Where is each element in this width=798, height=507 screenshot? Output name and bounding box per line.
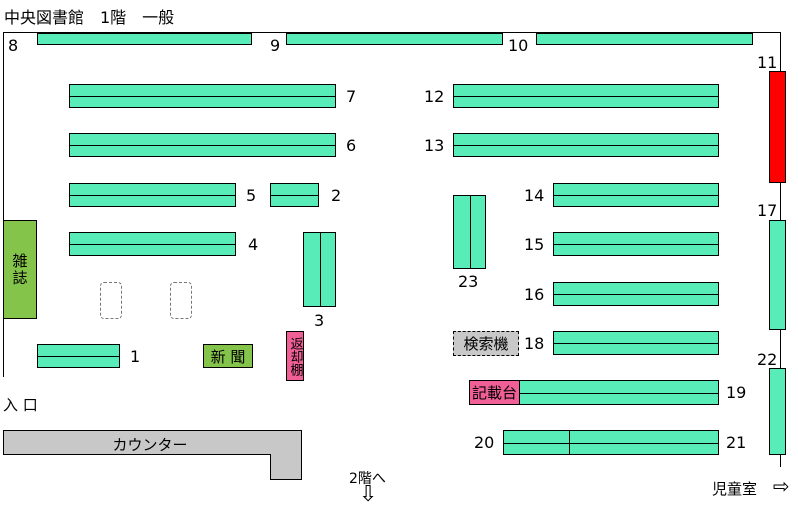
writing-desk-label: 記載台 <box>471 384 517 402</box>
writing-desk[interactable]: 記載台 <box>469 380 520 405</box>
shelf-5[interactable] <box>69 183 236 207</box>
newspapers-area[interactable]: 新 聞 <box>203 344 253 368</box>
childrens-room-label: 児童室 <box>712 480 758 498</box>
shelf-14-label: 14 <box>524 186 545 205</box>
shelf-14[interactable] <box>553 183 719 207</box>
shelf-17-label: 17 <box>757 201 778 220</box>
magazines-label: 雑誌 <box>10 252 29 287</box>
shelf-4-label: 4 <box>248 235 259 254</box>
floor-title: 中央図書館 1階 一般 <box>4 8 175 27</box>
shelf-17[interactable] <box>769 220 786 330</box>
shelf-3-label: 3 <box>314 311 325 330</box>
shelf-15[interactable] <box>553 232 719 256</box>
shelf-16-label: 16 <box>524 285 545 304</box>
search-terminal[interactable]: 検索機 <box>453 331 519 356</box>
counter[interactable] <box>3 430 302 455</box>
return-shelf-label: 返却棚 <box>287 336 303 376</box>
to-2f-label: 2階へ <box>349 471 386 487</box>
wall-left <box>3 32 4 377</box>
counter-extension <box>270 454 302 480</box>
shelf-5-label: 5 <box>246 186 257 205</box>
shelf-13-label: 13 <box>424 136 445 155</box>
shelf-8[interactable] <box>37 33 252 45</box>
empty-slot-left <box>100 282 122 319</box>
shelf-19-label: 19 <box>726 383 747 402</box>
shelf-9[interactable] <box>286 33 503 45</box>
shelf-23[interactable] <box>453 195 486 269</box>
shelf-9-label: 9 <box>270 36 281 55</box>
down-arrow-icon[interactable]: ⇩ <box>359 482 378 507</box>
shelf-10[interactable] <box>536 33 753 45</box>
return-shelf[interactable]: 返却棚 <box>286 331 304 381</box>
shelf-16[interactable] <box>553 282 719 306</box>
shelf-21-label: 21 <box>726 433 747 452</box>
shelf-11-label: 11 <box>757 53 778 72</box>
right-arrow-icon[interactable]: ⇨ <box>773 474 790 498</box>
shelf-20-label: 20 <box>474 433 495 452</box>
shelf-13[interactable] <box>453 133 719 157</box>
shelf-20[interactable] <box>503 430 570 455</box>
wall-top <box>3 32 781 33</box>
shelf-11[interactable] <box>769 71 786 183</box>
shelf-2[interactable] <box>270 183 319 207</box>
search-terminal-label: 検索機 <box>463 335 509 353</box>
counter-label: カウンター <box>112 436 188 454</box>
shelf-12-label: 12 <box>424 87 445 106</box>
shelf-15-label: 15 <box>524 235 545 254</box>
shelf-19[interactable] <box>519 380 719 405</box>
shelf-6[interactable] <box>69 133 336 157</box>
shelf-8-label: 8 <box>8 36 19 55</box>
shelf-7-label: 7 <box>346 87 357 106</box>
shelf-23-label: 23 <box>458 272 479 291</box>
shelf-18-label: 18 <box>524 334 545 353</box>
shelf-3[interactable] <box>303 232 336 307</box>
entrance-label: 入 口 <box>3 396 38 414</box>
shelf-1-label: 1 <box>130 347 141 366</box>
shelf-12[interactable] <box>453 84 719 108</box>
shelf-21[interactable] <box>569 430 719 455</box>
shelf-2-label: 2 <box>331 186 342 205</box>
shelf-22-label: 22 <box>757 350 778 369</box>
shelf-6-label: 6 <box>346 136 357 155</box>
magazines-area[interactable]: 雑誌 <box>3 220 37 319</box>
shelf-22[interactable] <box>769 368 786 455</box>
shelf-7[interactable] <box>69 84 336 108</box>
shelf-18[interactable] <box>553 331 719 355</box>
newspapers-label: 新 聞 <box>210 347 246 366</box>
empty-slot-right <box>170 282 192 319</box>
shelf-4[interactable] <box>69 232 236 256</box>
shelf-10-label: 10 <box>508 36 529 55</box>
shelf-1[interactable] <box>37 344 120 368</box>
